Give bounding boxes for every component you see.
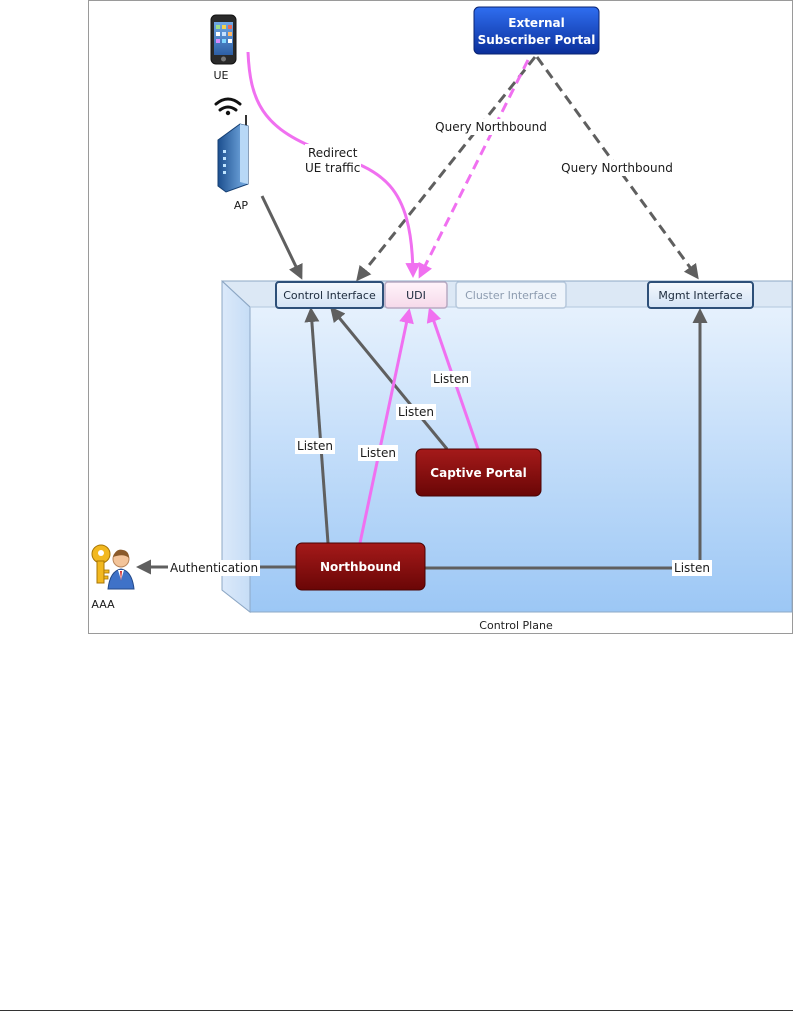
ap-label: AP xyxy=(234,199,249,212)
edge-labels: Redirect UE traffic Query Northbound Que… xyxy=(168,119,712,576)
external-portal-label-line1: External xyxy=(508,16,564,30)
authentication-label: Authentication xyxy=(170,561,258,575)
northbound-box[interactable]: Northbound xyxy=(295,542,426,591)
listen-nb-control-label: Listen xyxy=(297,439,333,453)
udi-box[interactable]: UDI xyxy=(384,281,448,309)
listen-nb-udi-label: Listen xyxy=(360,446,396,460)
wifi-signal-icon xyxy=(214,97,242,116)
listen-captive-control-label: Listen xyxy=(398,405,434,419)
udi-label: UDI xyxy=(406,289,426,302)
control-interface-box[interactable]: Control Interface xyxy=(275,281,384,309)
aaa-key-user-icon xyxy=(91,544,135,590)
edge-captive-control xyxy=(330,306,449,450)
listen-captive-udi-label: Listen xyxy=(433,372,469,386)
cluster-interface-label: Cluster Interface xyxy=(465,289,557,302)
redirect-label-line2: UE traffic xyxy=(305,161,360,175)
ue-phone-icon xyxy=(210,14,237,65)
aaa-label: AAA xyxy=(91,598,115,611)
edge-portal-udi xyxy=(418,59,530,279)
control-interface-label: Control Interface xyxy=(283,289,376,302)
query-northbound-right-label: Query Northbound xyxy=(561,161,673,175)
edge-nb-udi xyxy=(358,308,414,544)
captive-portal-label: Captive Portal xyxy=(430,466,526,480)
edge-nb-control xyxy=(304,307,330,544)
access-point-icon xyxy=(217,115,249,193)
northbound-label: Northbound xyxy=(320,560,401,574)
mgmt-interface-box[interactable]: Mgmt Interface xyxy=(647,281,754,309)
external-subscriber-portal-box[interactable]: External Subscriber Portal xyxy=(473,6,600,55)
cluster-interface-box[interactable]: Cluster Interface xyxy=(455,281,567,309)
query-northbound-left-label: Query Northbound xyxy=(435,120,547,134)
mgmt-interface-label: Mgmt Interface xyxy=(658,289,742,302)
listen-nb-mgmt-label: Listen xyxy=(674,561,710,575)
edge-ap-control xyxy=(260,195,303,280)
ue-label: UE xyxy=(213,69,228,82)
captive-portal-box[interactable]: Captive Portal xyxy=(415,448,542,497)
page-footer-rule xyxy=(0,1010,793,1011)
redirect-label-line1: Redirect xyxy=(308,146,358,160)
external-portal-label-line2: Subscriber Portal xyxy=(478,33,596,47)
control-plane-label: Control Plane xyxy=(479,619,553,632)
